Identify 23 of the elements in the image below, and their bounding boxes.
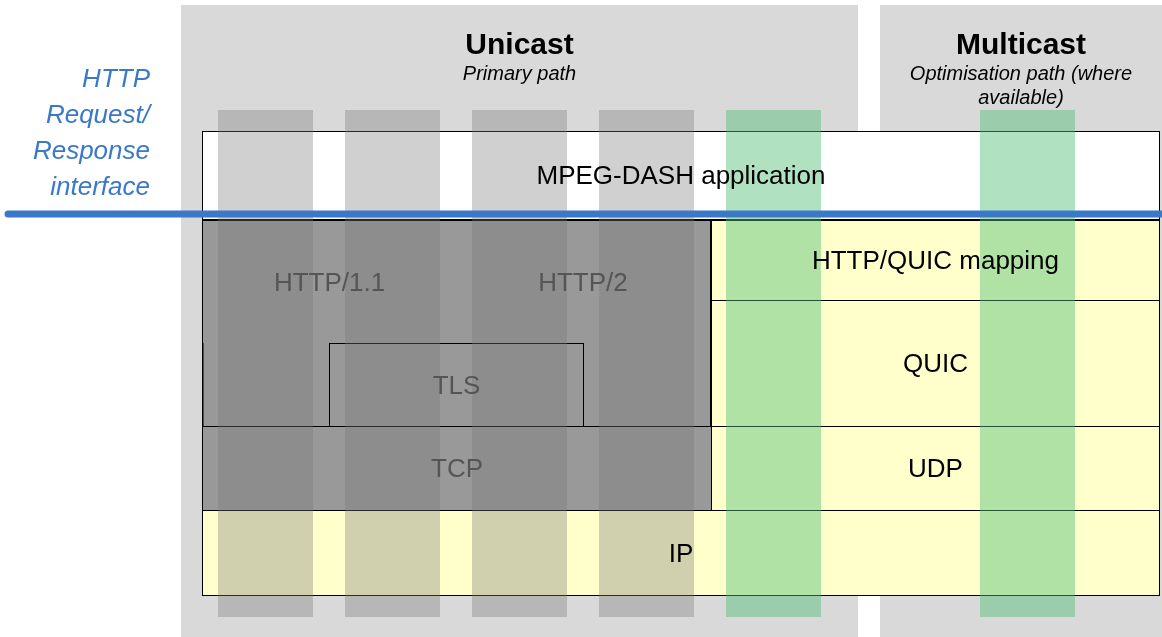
layer-label: TLS	[432, 369, 481, 401]
band-subtitle: Primary path	[462, 61, 577, 85]
protocol-layer-box	[329, 343, 584, 427]
layer-label: HTTP/1.1	[273, 266, 386, 298]
protocol-layer-box	[202, 131, 1160, 220]
interface-label: HTTP Request/ Response interface	[31, 62, 150, 203]
layer-label: HTTP/QUIC mapping	[811, 245, 1060, 276]
protocol-layer-box	[711, 220, 1160, 301]
band-subtitle: Optimisation path (where available)	[908, 61, 1134, 109]
protocol-layer-box	[711, 300, 1160, 427]
layer-label: HTTP/2	[538, 266, 628, 298]
protocol-layer-box	[202, 426, 712, 511]
layer-label: TCP	[431, 453, 483, 484]
layer-label: UDP	[908, 453, 963, 484]
protocol-layer-box	[456, 220, 711, 343]
protocol-layer-box	[711, 426, 1160, 511]
layer-label: IP	[668, 537, 694, 569]
protocol-layer-box	[202, 220, 457, 343]
protocol-layer-box	[202, 510, 1160, 596]
band-title: Unicast	[465, 27, 574, 61]
layer-label: QUIC	[903, 348, 968, 379]
band-title: Multicast	[956, 27, 1086, 61]
layer-label: MPEG-DASH application	[536, 160, 826, 191]
